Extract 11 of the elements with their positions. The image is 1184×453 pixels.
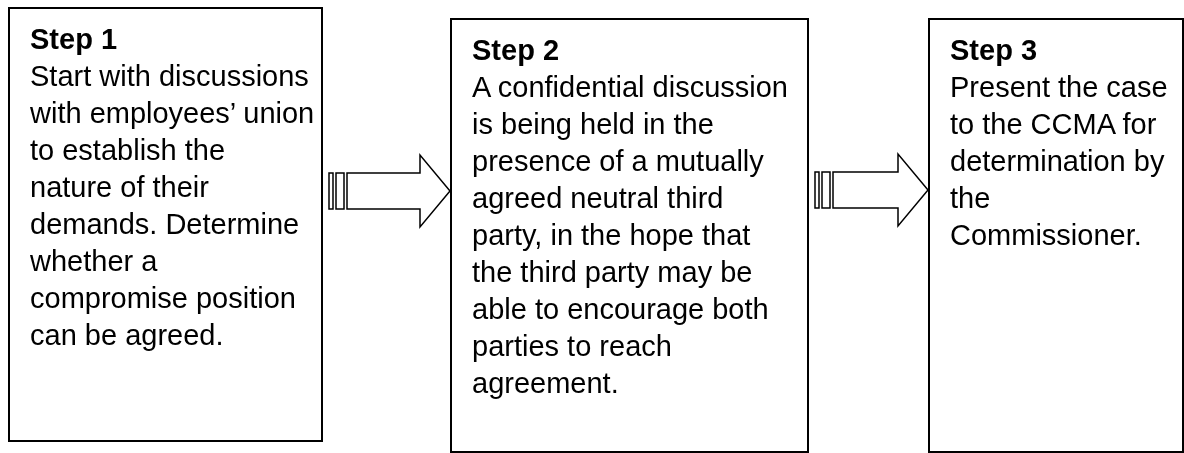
step-description: Present the case to the CCMA for determination by the Commissioner. (950, 70, 1169, 253)
block-arrow (328, 152, 451, 230)
step-heading: Step 3 (950, 33, 1039, 68)
step-box (928, 18, 1184, 453)
step-heading: Step 1 (30, 22, 119, 57)
step-box (450, 18, 809, 453)
step-box (8, 7, 323, 442)
block-arrow (814, 151, 929, 229)
step-description: Start with discussions with employees’ union to establish the nature of their demands. Determine whether a compromise position can be agreed. (30, 59, 315, 353)
step-description: A confidential discussion is being held in the presence of a mutually agreed neutral third party, in the hope that the third party may be able to encourage both parties to reach agreement. (472, 70, 789, 401)
step-heading: Step 2 (472, 33, 561, 68)
